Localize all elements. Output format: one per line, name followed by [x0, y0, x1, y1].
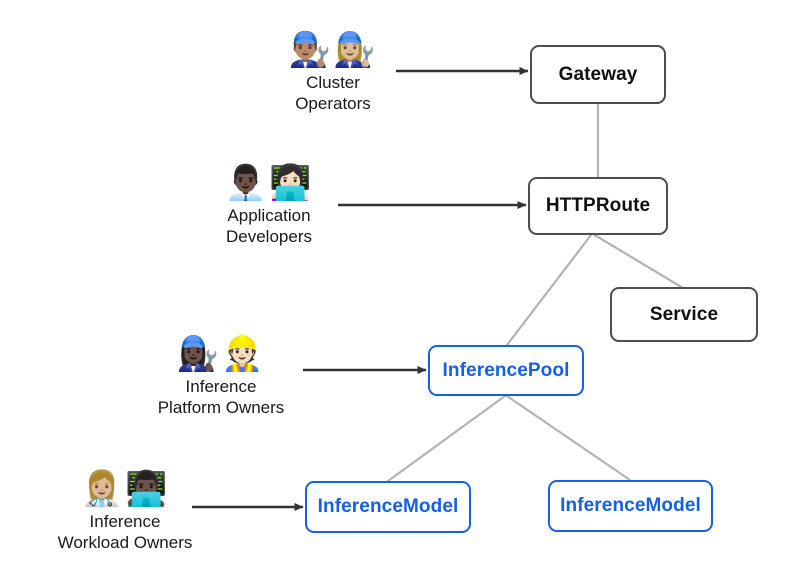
node-inferencemodel-left[interactable]: InferenceModel — [305, 481, 471, 533]
persona-application-developers-label: Application Developers — [226, 205, 312, 247]
office-worker-technologist-pair-icon: 👨🏿‍💼👩🏻‍💻 — [224, 163, 314, 203]
persona-cluster-operators-label: Cluster Operators — [295, 72, 371, 114]
persona-label-line2: Platform Owners — [157, 398, 285, 417]
persona-label-line1: Inference — [89, 512, 161, 531]
persona-inference-platform-owners-label: Inference Platform Owners — [158, 376, 285, 418]
connector-httproute-service — [591, 232, 685, 290]
node-service[interactable]: Service — [610, 287, 758, 342]
connector-inferencepool-model-left — [386, 394, 507, 483]
persona-label-line2: Developers — [226, 227, 312, 246]
connector-httproute-inferencepool — [505, 233, 593, 347]
node-gateway[interactable]: Gateway — [530, 45, 666, 104]
persona-application-developers: 👨🏿‍💼👩🏻‍💻 Application Developers — [184, 163, 354, 247]
persona-inference-workload-owners: 👩🏼‍⚕️👨🏿‍💻 Inference Workload Owners — [0, 469, 250, 553]
node-gateway-label: Gateway — [558, 63, 638, 85]
node-inferencepool-label: InferencePool — [442, 359, 570, 381]
node-inferencemodel-left-label: InferenceModel — [317, 496, 459, 517]
persona-inference-platform-owners: 👩🏿‍🔧👷🏻 Inference Platform Owners — [128, 334, 314, 418]
node-httproute[interactable]: HTTPRoute — [528, 177, 668, 235]
node-inferencemodel-right[interactable]: InferenceModel — [548, 480, 713, 532]
persona-cluster-operators: 👨🏽‍🔧👩🏼‍🔧 Cluster Operators — [248, 30, 418, 114]
node-service-label: Service — [649, 303, 719, 325]
node-inferencemodel-right-label: InferenceModel — [560, 495, 701, 516]
health-worker-technologist-pair-icon: 👩🏼‍⚕️👨🏿‍💻 — [80, 469, 170, 509]
node-httproute-label: HTTPRoute — [545, 195, 651, 216]
node-inferencepool[interactable]: InferencePool — [428, 345, 584, 396]
mechanic-pair-icon: 👨🏽‍🔧👩🏼‍🔧 — [288, 30, 378, 70]
persona-label-line2: Operators — [295, 94, 371, 113]
persona-label-line1: Application — [227, 206, 311, 225]
persona-label-line2: Workload Owners — [57, 533, 193, 552]
construction-worker-pair-icon: 👩🏿‍🔧👷🏻 — [176, 334, 266, 374]
connector-inferencepool-model-right — [505, 394, 632, 482]
persona-inference-workload-owners-label: Inference Workload Owners — [58, 511, 193, 553]
persona-label-line1: Cluster — [306, 73, 360, 92]
persona-label-line1: Inference — [185, 377, 257, 396]
